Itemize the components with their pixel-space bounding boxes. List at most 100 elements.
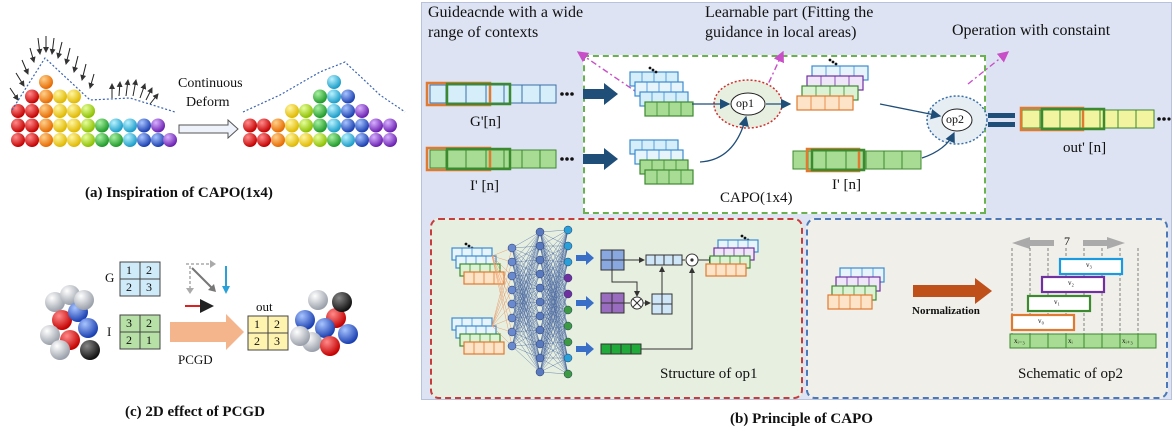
v3-label: v₃	[1086, 261, 1092, 269]
sphere	[327, 118, 341, 133]
panel-c-balls	[40, 285, 358, 360]
out-cell: 2	[254, 334, 260, 348]
sphere	[315, 318, 335, 338]
caption-panel-c: (c) 2D effect of PCGD	[125, 404, 265, 420]
v1-label: v₁	[1054, 298, 1060, 306]
op1-small-arrows	[576, 251, 594, 356]
sphere	[11, 133, 25, 147]
sphere	[25, 104, 39, 118]
sphere	[67, 89, 81, 104]
force-arrows-up	[109, 79, 159, 105]
sphere	[52, 310, 72, 330]
sphere	[313, 89, 327, 104]
sphere	[243, 118, 257, 133]
sphere	[25, 89, 39, 104]
sphere	[341, 133, 355, 147]
i-input-strip-2	[792, 147, 922, 173]
sphere	[285, 104, 299, 118]
x-right-label: xᵢ₊₃	[1122, 337, 1133, 345]
out-cell: 3	[274, 334, 280, 348]
sphere	[11, 118, 25, 133]
sphere	[257, 118, 271, 133]
out-cell: 2	[274, 317, 280, 331]
capo-module-label: CAPO(1x4)	[720, 190, 793, 206]
sphere	[295, 310, 315, 330]
sphere	[285, 118, 299, 133]
sphere	[327, 89, 341, 104]
sphere	[137, 118, 151, 133]
i-input-label-2: I' [n]	[832, 177, 861, 193]
i-input-label: I' [n]	[470, 178, 499, 194]
output-label: out' [n]	[1063, 140, 1107, 156]
sphere	[383, 133, 397, 147]
annotation-learnable-2: guidance in local areas)	[705, 24, 857, 41]
sphere	[332, 292, 352, 312]
sphere	[355, 104, 369, 118]
sphere	[137, 133, 151, 147]
deform-label-2: Deform	[186, 95, 230, 110]
sphere	[327, 75, 341, 89]
deform-label-1: Continuous	[178, 76, 243, 91]
sphere	[109, 133, 123, 147]
annotation-operation: Operation with constaint	[952, 22, 1111, 39]
sphere	[67, 104, 81, 118]
sphere	[74, 290, 94, 310]
sphere	[39, 75, 53, 89]
x-mid-label: xᵢ	[1068, 337, 1073, 345]
panel-a-right-balls	[243, 75, 397, 147]
sphere	[383, 118, 397, 133]
caption-panel-b: (b) Principle of CAPO	[730, 411, 873, 427]
sphere	[327, 133, 341, 147]
sphere	[341, 89, 355, 104]
sphere	[271, 133, 285, 147]
v2-label: v₂	[1068, 279, 1074, 287]
v0-label: v₀	[1038, 317, 1044, 325]
g-cell: 1	[126, 263, 132, 277]
normalization-arrow	[913, 278, 992, 304]
i-cell: 2	[126, 333, 132, 347]
sphere	[341, 118, 355, 133]
sphere	[39, 133, 53, 147]
sphere	[53, 89, 67, 104]
i-cell: 1	[146, 333, 152, 347]
envelope-right	[242, 61, 406, 113]
annotation-guidance-1: Guideacnde with a wide	[428, 4, 584, 21]
sphere	[95, 118, 109, 133]
stack-after-op1	[796, 65, 869, 111]
sphere	[81, 104, 95, 118]
normalization-label: Normalization	[912, 305, 980, 317]
sphere	[320, 336, 340, 356]
sphere	[299, 118, 313, 133]
stack-top-left	[464, 58, 838, 250]
sphere	[257, 133, 271, 147]
i-input-strip	[425, 146, 574, 172]
sphere	[78, 318, 98, 338]
g-input-strip	[425, 81, 574, 107]
sphere	[50, 340, 70, 360]
force-arrows-down	[9, 36, 95, 101]
sphere	[313, 104, 327, 118]
envelope-left	[11, 57, 176, 113]
sphere	[327, 104, 341, 118]
op2-label: op2	[946, 112, 964, 126]
sphere	[151, 118, 165, 133]
stack-bottom-left	[629, 139, 694, 185]
output-strip	[1019, 106, 1171, 132]
sphere	[313, 133, 327, 147]
sphere	[271, 118, 285, 133]
op1-input-stack-top	[451, 247, 505, 285]
sphere	[290, 326, 310, 346]
equals-bottom	[988, 122, 1015, 127]
sphere	[53, 118, 67, 133]
sphere	[81, 118, 95, 133]
annotation-guidance-2: range of contexts	[428, 24, 539, 41]
sphere	[308, 290, 328, 310]
op2-schematic-label: Schematic of op2	[1018, 366, 1123, 382]
sphere	[81, 133, 95, 147]
out-label: out	[256, 299, 273, 314]
sphere	[369, 133, 383, 147]
sphere	[151, 133, 165, 147]
sphere	[299, 133, 313, 147]
window-size-label: 7	[1064, 234, 1070, 248]
